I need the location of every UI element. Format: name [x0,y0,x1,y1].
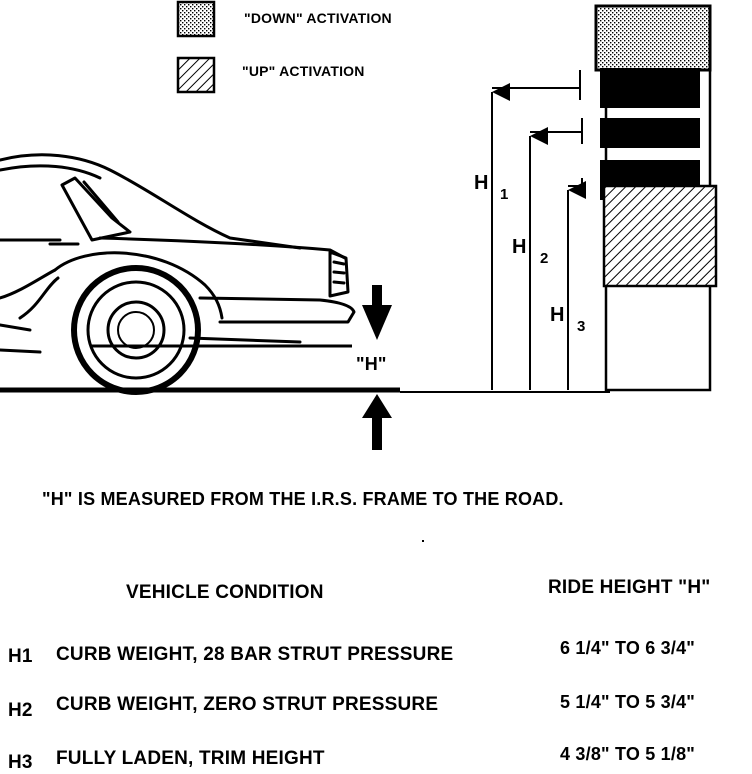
h-down-arrow [362,285,392,340]
h-marker-label: "H" [356,354,387,374]
h2-letter: H [512,236,527,258]
rear-wheel [71,265,352,395]
header-ride-height: RIDE HEIGHT "H" [548,577,711,598]
legend-down-swatch [176,0,216,38]
h1-letter: H [474,172,489,194]
height-arrows [491,70,586,390]
legend-up-swatch [176,56,216,94]
row-h3-condition: FULLY LADEN, TRIM HEIGHT [56,748,325,769]
row-h2-id: H2 [8,700,33,721]
row-h1-id: H1 [8,646,33,667]
activation-column [594,4,718,392]
row-h3-id: H3 [8,752,33,773]
legend-down-label: "DOWN" ACTIVATION [244,10,392,26]
row-h2-height: 5 1/4" TO 5 3/4" [560,692,696,712]
measurement-caption: "H" IS MEASURED FROM THE I.R.S. FRAME TO… [42,489,564,509]
h-up-arrow [362,394,392,450]
h3-letter: H [550,304,565,326]
row-h3-height: 4 3/8" TO 5 1/8" [560,744,696,764]
h3-subscript: 3 [577,318,586,335]
row-h2-condition: CURB WEIGHT, ZERO STRUT PRESSURE [56,694,439,715]
row-h1-condition: CURB WEIGHT, 28 BAR STRUT PRESSURE [56,644,454,665]
legend-up-label: "UP" ACTIVATION [242,63,365,79]
header-vehicle-condition: VEHICLE CONDITION [126,582,324,603]
car-illustration [0,153,356,354]
stray-dot [422,540,424,542]
row-h1-height: 6 1/4" TO 6 3/4" [560,638,696,658]
h1-subscript: 1 [500,186,509,203]
h2-subscript: 2 [540,250,549,267]
